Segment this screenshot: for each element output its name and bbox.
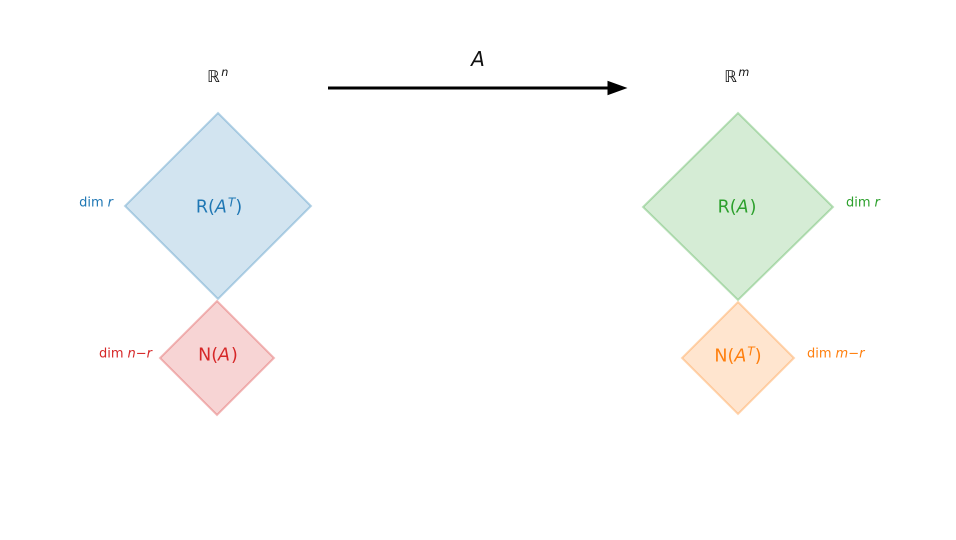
map-arrow-head [607, 80, 628, 96]
left-null-space-diamond [680, 300, 796, 416]
column-space-label: R(A) [718, 199, 757, 217]
null-space-label: N(A) [198, 347, 238, 365]
left-null-space-arg: A [734, 346, 747, 367]
domain-space-label: ℝn [207, 66, 229, 86]
left-null-space-sup: T [747, 344, 755, 359]
row-space-dim-word: dim [79, 195, 104, 211]
map-label: A [471, 47, 485, 71]
left-null-space-func: N( [714, 346, 735, 367]
null-space-func: N( [198, 345, 219, 366]
left-null-space-close: ) [754, 346, 762, 367]
row-space-close: ) [235, 197, 243, 218]
column-space-close: ) [749, 197, 757, 218]
row-space-sup: T [227, 195, 236, 210]
column-space-dim-expr: r [874, 195, 880, 211]
null-space-diamond [158, 299, 276, 417]
domain-space-exponent: n [221, 66, 229, 80]
row-space-label: R(AT) [195, 196, 243, 218]
null-space-arg: A [218, 345, 231, 366]
left-null-space-label: N(AT) [714, 345, 762, 367]
row-space-dim-expr: r [107, 195, 113, 211]
row-space-diamond [123, 111, 313, 301]
null-space-dim-word: dim [98, 346, 124, 362]
column-space-arg: A [736, 197, 749, 218]
null-space-close: ) [231, 345, 238, 366]
row-space-func: R( [195, 197, 215, 218]
domain-space-set: ℝ [207, 67, 221, 86]
column-space-dim-word: dim [846, 195, 871, 211]
left-null-space-dim-expr: m−r [835, 346, 865, 362]
codomain-space-set: ℝ [724, 67, 738, 86]
codomain-space-exponent: m [738, 66, 750, 80]
row-space-arg: A [214, 197, 227, 218]
null-space-dim-expr: n−r [127, 346, 152, 362]
left-null-space-dim-word: dim [807, 346, 832, 362]
codomain-space-label: ℝm [724, 66, 750, 86]
column-space-func: R( [717, 197, 737, 218]
column-space-diamond [641, 111, 835, 302]
